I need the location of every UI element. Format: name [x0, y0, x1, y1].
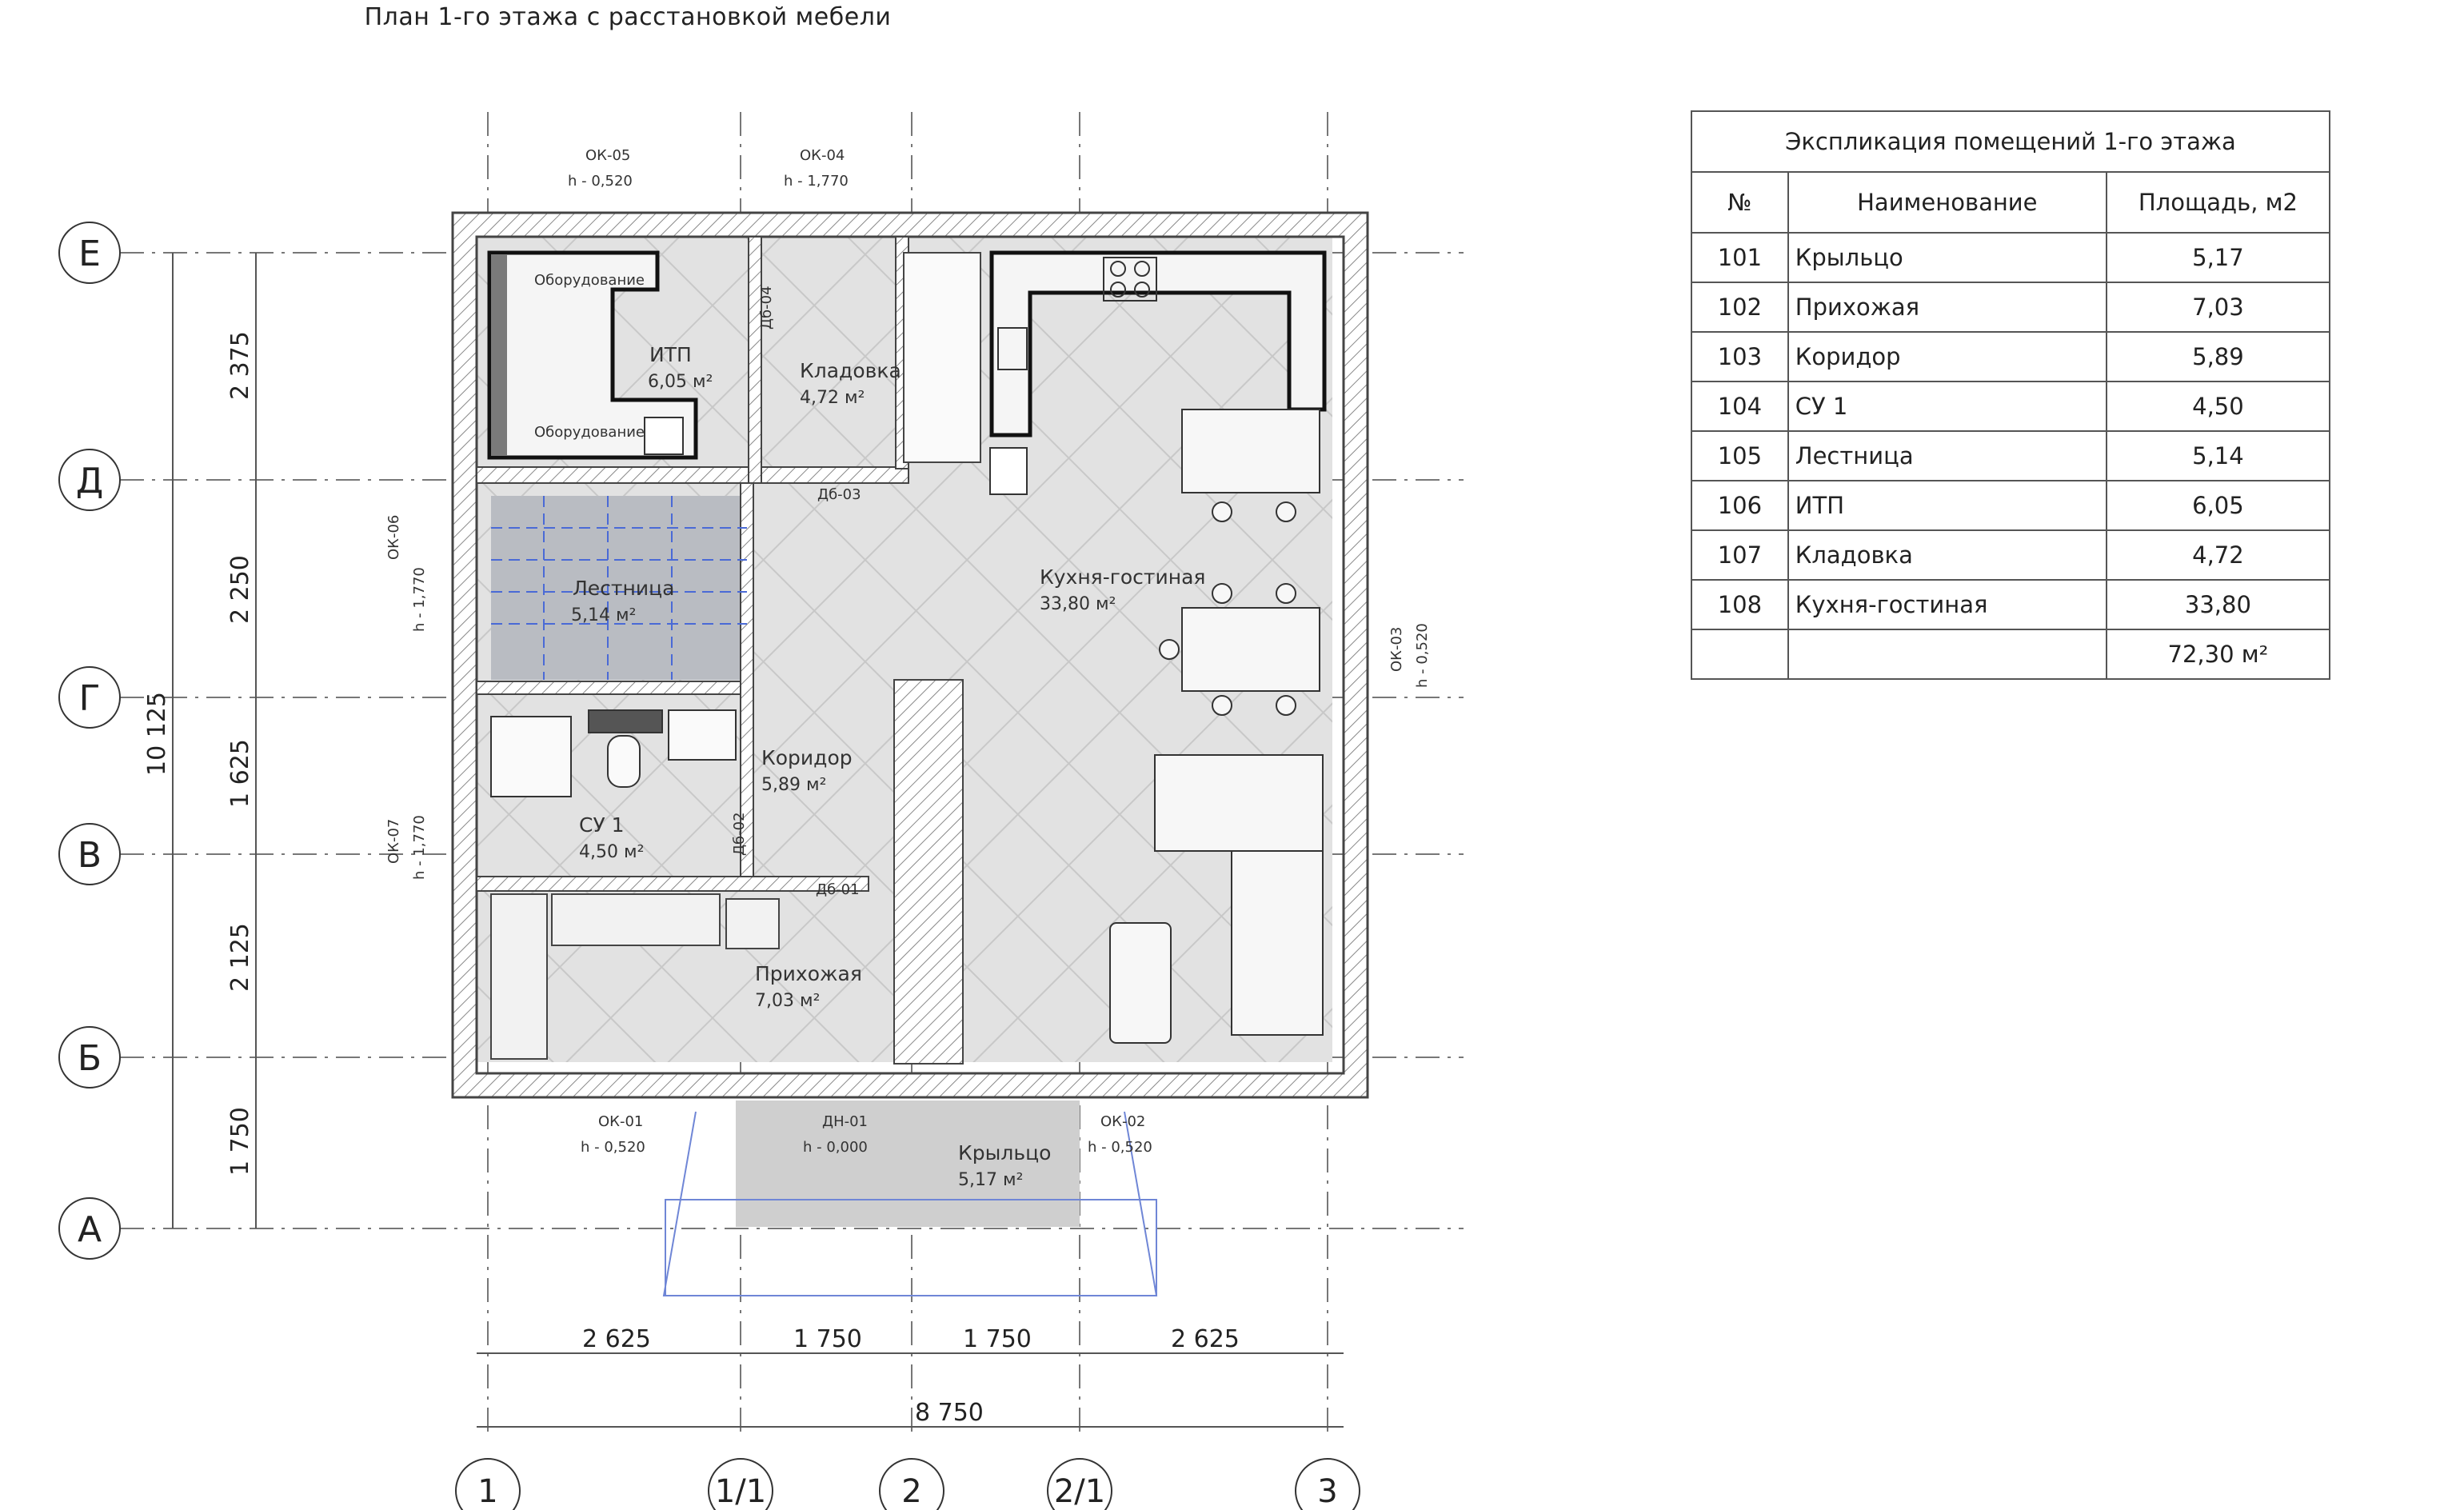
itp-equipment: [487, 250, 698, 460]
col-axis-labels: 1 1/1 2 2/1 3: [477, 1473, 1337, 1510]
stair: [491, 496, 747, 680]
equipment-label: Оборудование: [534, 424, 645, 441]
room-area: 6,05 м²: [648, 372, 713, 392]
table-total-row: 72,30 м²: [1691, 629, 2331, 680]
opening-id: ОК-04: [800, 147, 845, 164]
table-row: 101 Крыльцо 5,17: [1691, 232, 2331, 283]
axis-label: Г: [79, 678, 101, 719]
axis-label: Е: [78, 234, 101, 274]
opening-height: h - 0,520: [568, 173, 633, 190]
axis-label: 3: [1317, 1473, 1337, 1510]
opening-id: ОК-05: [585, 147, 630, 164]
row-dimension: 1 625: [226, 739, 254, 808]
porch-outline: [662, 1111, 1158, 1296]
room-label: Кладовка: [800, 359, 901, 382]
opening-id: ОК-02: [1100, 1113, 1145, 1130]
room-area: 7,03 м²: [755, 991, 820, 1011]
door-id: Дб-03: [817, 486, 861, 503]
opening-tags: ОК-05 h - 0,520 ОК-04 h - 1,770 ОК-06 h …: [385, 147, 1431, 1156]
table-row: 103 Коридор 5,89: [1691, 331, 2331, 382]
living-furniture: [1109, 409, 1324, 1044]
room-label: Кухня-гостиная: [1040, 565, 1205, 589]
total-width-dimension: 8 750: [915, 1399, 984, 1427]
room-label: Прихожая: [755, 962, 862, 985]
opening-height: h - 1,770: [411, 567, 428, 632]
col-header-area: Площадь, м2: [2105, 171, 2331, 234]
room-label: ИТП: [649, 343, 692, 366]
table-title: Экспликация помещений 1-го этажа: [1691, 110, 2330, 173]
room-area: 5,17 м²: [958, 1170, 1023, 1190]
table-row: 108 Кухня-гостиная 33,80: [1691, 579, 2331, 630]
opening-height: h - 0,520: [1088, 1139, 1152, 1156]
col-dimension: 2 625: [582, 1325, 651, 1353]
opening-height: h - 0,000: [803, 1139, 868, 1156]
opening-height: h - 0,520: [581, 1139, 645, 1156]
axis-label: 1: [477, 1473, 497, 1510]
room-area: 5,14 м²: [571, 605, 636, 625]
room-label: Лестница: [573, 577, 674, 600]
room-label: СУ 1: [579, 813, 625, 837]
table-row: 102 Прихожая 7,03: [1691, 282, 2331, 333]
axis-label: Д: [76, 461, 103, 501]
opening-id: ОК-06: [385, 515, 402, 560]
row-dimension: 2 375: [226, 331, 254, 400]
outer-wall: [451, 211, 1369, 1099]
floor-plan: Оборудование Оборудование: [58, 112, 1464, 1510]
opening-id: ОК-01: [598, 1113, 643, 1130]
room-area: 33,80 м²: [1040, 594, 1116, 614]
total-height-dimension: 10 125: [143, 692, 171, 776]
door-id: Дб-04: [758, 286, 775, 330]
room-label: Коридор: [761, 746, 853, 769]
room-area: 4,50 м²: [579, 842, 644, 862]
col-header-num: №: [1691, 171, 1789, 234]
axis-label: 2/1: [1054, 1473, 1105, 1510]
axis-label: В: [78, 835, 102, 876]
row-axis-labels: Е Д Г В Б А: [76, 234, 103, 1250]
col-header-name: Наименование: [1787, 171, 2107, 234]
axis-label: 1/1: [715, 1473, 766, 1510]
col-dimension: 1 750: [963, 1325, 1032, 1353]
opening-id: ОК-07: [385, 819, 402, 864]
opening-height: h - 1,770: [411, 815, 428, 880]
room-area: 5,89 м²: [761, 775, 826, 795]
axis-label: Б: [78, 1038, 102, 1079]
wardrobe: [490, 893, 780, 1060]
col-dimension: 1 750: [793, 1325, 862, 1353]
axis-label: А: [78, 1209, 102, 1250]
room-area: 4,72 м²: [800, 388, 865, 408]
table-row: 104 СУ 1 4,50: [1691, 381, 2331, 432]
table-row: 105 Лестница 5,14: [1691, 430, 2331, 481]
room-label: Крыльцо: [958, 1141, 1051, 1164]
table-row: 106 ИТП 6,05: [1691, 480, 2331, 531]
opening-id: ДН-01: [822, 1113, 868, 1130]
equipment-label: Оборудование: [534, 272, 645, 289]
total-area: 72,30 м²: [2105, 629, 2331, 680]
bathroom-fixtures: [490, 709, 737, 797]
room-labels: ИТП 6,05 м² Кладовка 4,72 м² Лестница 5,…: [571, 343, 1205, 1190]
opening-height: h - 1,770: [784, 173, 849, 190]
row-dimension: 2 250: [226, 555, 254, 624]
door-id: Дб-01: [816, 881, 860, 898]
table-row: 107 Кладовка 4,72: [1691, 529, 2331, 581]
row-dimension: 1 750: [226, 1107, 254, 1176]
room-schedule-table: Экспликация помещений 1-го этажа № Наиме…: [1691, 110, 2331, 680]
kitchen-counter: [903, 250, 1327, 495]
door-id: Дб-02: [731, 812, 748, 856]
row-dimension: 2 125: [226, 923, 254, 992]
col-axis-bubbles: [455, 1458, 1360, 1510]
axis-label: 2: [901, 1473, 921, 1510]
left-dimensions: 2 375 2 250 1 625 2 125 1 750 10 125: [143, 253, 257, 1228]
door-tags: Дб-04 Дб-03 Дб-02 Дб-01: [731, 286, 861, 898]
bottom-dimensions: 2 625 1 750 1 750 2 625 8 750: [477, 1325, 1344, 1428]
opening-id: ОК-03: [1388, 627, 1405, 672]
col-dimension: 2 625: [1171, 1325, 1240, 1353]
opening-height: h - 0,520: [1414, 623, 1431, 688]
row-axis-bubbles: [58, 222, 121, 1260]
table-header-row: № Наименование Площадь, м2: [1691, 171, 2331, 234]
plan-title: План 1-го этажа с расстановкой мебели: [364, 3, 892, 31]
